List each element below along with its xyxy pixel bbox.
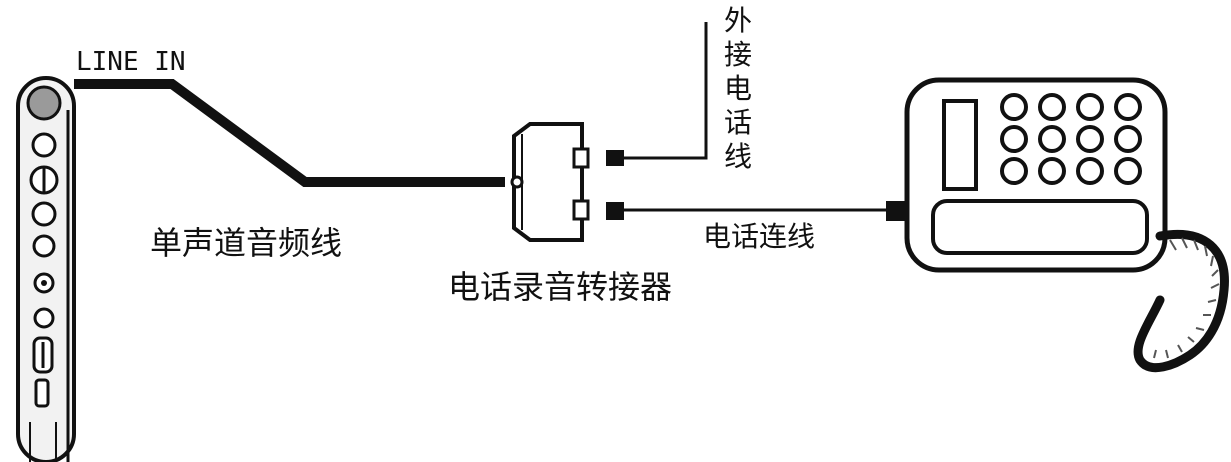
recording-converter — [510, 122, 590, 242]
phone-cable-plug-right — [886, 201, 906, 221]
device-top-knob — [26, 85, 62, 121]
external-line-label: 外接电话线 — [724, 4, 752, 173]
telephone-keypad — [1000, 93, 1142, 185]
phone-connection-label: 电话连线 — [703, 220, 815, 253]
external-line-label-text: 外接电话线 — [724, 4, 752, 173]
external-line-label-char: 电 — [724, 72, 752, 105]
keypad-key — [1076, 93, 1104, 121]
device-button-dot — [41, 280, 47, 286]
converter-port-lower — [572, 199, 590, 221]
computer-device — [16, 76, 76, 462]
external-line-label-char: 外 — [724, 4, 752, 37]
device-button — [31, 132, 57, 158]
keypad-key — [1114, 157, 1142, 185]
external-line-plug — [606, 150, 624, 166]
keypad-key — [1038, 125, 1066, 153]
keypad-key — [1114, 125, 1142, 153]
converter-port-upper — [572, 147, 590, 169]
device-slot — [34, 378, 50, 408]
mono-audio-cable-label: 单声道音频线 — [150, 224, 342, 262]
telephone — [904, 77, 1229, 373]
external-phone-line — [624, 22, 708, 160]
keypad-key — [1000, 125, 1028, 153]
telephone-coiled-cord — [1133, 230, 1229, 373]
keypad-key — [1038, 93, 1066, 121]
telephone-cord-coils — [1153, 237, 1220, 359]
keypad-key — [1076, 125, 1104, 153]
line-in-label: LINE IN — [76, 47, 186, 77]
device-button — [31, 201, 57, 227]
device-button — [32, 234, 56, 258]
converter-body — [512, 122, 584, 242]
mono-audio-cable — [74, 79, 505, 187]
device-button — [33, 307, 55, 329]
converter-label: 电话录音转接器 — [448, 268, 672, 306]
external-line-label-char: 线 — [724, 140, 752, 173]
keypad-key — [1076, 157, 1104, 185]
telephone-handset — [931, 199, 1149, 255]
phone-cable-plug-left — [606, 202, 624, 220]
telephone-display — [942, 99, 978, 191]
keypad-key — [1038, 157, 1066, 185]
keypad-key — [1000, 157, 1028, 185]
external-line-label-char: 接 — [724, 38, 752, 71]
keypad-key — [1000, 93, 1028, 121]
keypad-key — [1114, 93, 1142, 121]
converter-input-jack — [510, 175, 524, 189]
external-line-label-char: 话 — [724, 106, 752, 139]
